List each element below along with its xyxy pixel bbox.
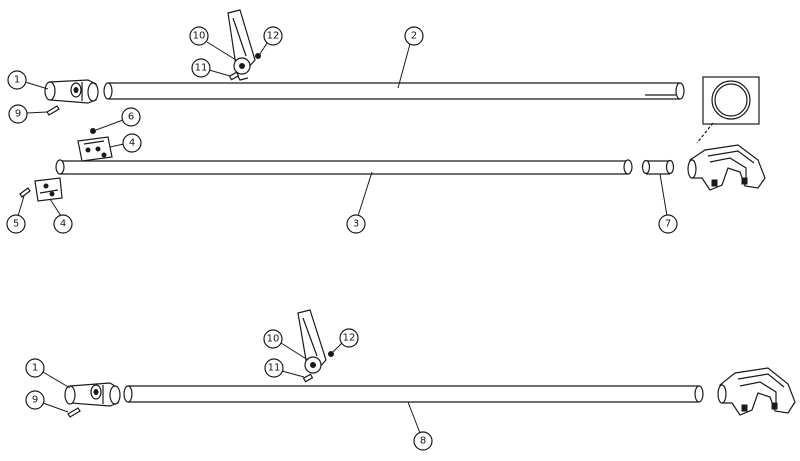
tube-part-2 bbox=[103, 82, 685, 100]
svg-text:9: 9 bbox=[15, 109, 21, 120]
svg-text:6: 6 bbox=[128, 112, 134, 123]
lever-part-10-top bbox=[227, 9, 256, 81]
svg-text:8: 8 bbox=[420, 436, 426, 447]
nut-part-6 bbox=[90, 128, 96, 134]
svg-text:2: 2 bbox=[411, 31, 417, 42]
svg-text:4: 4 bbox=[129, 138, 135, 149]
svg-text:3: 3 bbox=[353, 219, 359, 230]
svg-text:10: 10 bbox=[267, 334, 280, 345]
callout-1-bottom: 1 bbox=[25, 358, 71, 389]
svg-text:10: 10 bbox=[193, 31, 206, 42]
callout-2: 2 bbox=[397, 26, 424, 89]
svg-text:1: 1 bbox=[32, 363, 38, 374]
callout-10-top: 10 bbox=[189, 26, 237, 61]
svg-text:9: 9 bbox=[32, 395, 38, 406]
tube-part-3 bbox=[55, 159, 633, 175]
screw-part-5 bbox=[19, 187, 31, 198]
screw-part-11-top bbox=[228, 71, 240, 81]
callout-11-bottom: 11 bbox=[264, 358, 305, 378]
bracket-part-4-upper bbox=[77, 136, 113, 162]
svg-text:4: 4 bbox=[60, 219, 66, 230]
hook-fitting-middle bbox=[687, 144, 766, 191]
pin-part-9-bottom bbox=[67, 407, 81, 418]
callout-9-top: 9 bbox=[8, 104, 48, 124]
svg-text:12: 12 bbox=[343, 333, 356, 344]
detail-inset bbox=[696, 76, 760, 144]
coupler-part-1-top bbox=[44, 79, 99, 104]
svg-text:1: 1 bbox=[14, 75, 20, 86]
hook-fitting-bottom bbox=[717, 367, 796, 416]
lever-part-10-bottom bbox=[297, 309, 327, 374]
svg-text:11: 11 bbox=[195, 63, 208, 74]
svg-text:12: 12 bbox=[267, 31, 280, 42]
coupler-part-1-bottom bbox=[64, 382, 121, 407]
callout-11-top: 11 bbox=[191, 58, 231, 78]
callout-5: 5 bbox=[6, 195, 26, 234]
callout-9-bottom: 9 bbox=[25, 390, 69, 413]
callout-7: 7 bbox=[658, 173, 678, 234]
callout-3: 3 bbox=[346, 171, 373, 234]
bracket-part-4-lower bbox=[34, 177, 63, 202]
svg-text:7: 7 bbox=[665, 219, 671, 230]
callout-12-top: 12 bbox=[259, 26, 283, 55]
callout-1-top: 1 bbox=[7, 70, 49, 90]
tube-part-8 bbox=[123, 385, 704, 403]
callout-12-bottom: 12 bbox=[332, 328, 359, 353]
callout-6: 6 bbox=[95, 107, 141, 131]
nut-part-12-top bbox=[255, 53, 261, 59]
callout-4-upper: 4 bbox=[109, 133, 142, 153]
callout-10-bottom: 10 bbox=[263, 329, 309, 361]
svg-text:11: 11 bbox=[268, 363, 281, 374]
screw-part-11-bottom bbox=[302, 373, 314, 383]
sleeve-part-7 bbox=[641, 159, 675, 175]
svg-text:5: 5 bbox=[13, 219, 19, 230]
callout-4-lower: 4 bbox=[49, 198, 73, 234]
callout-8: 8 bbox=[407, 401, 433, 451]
pin-part-9-top bbox=[46, 105, 60, 116]
nut-part-12-bottom bbox=[328, 351, 334, 357]
